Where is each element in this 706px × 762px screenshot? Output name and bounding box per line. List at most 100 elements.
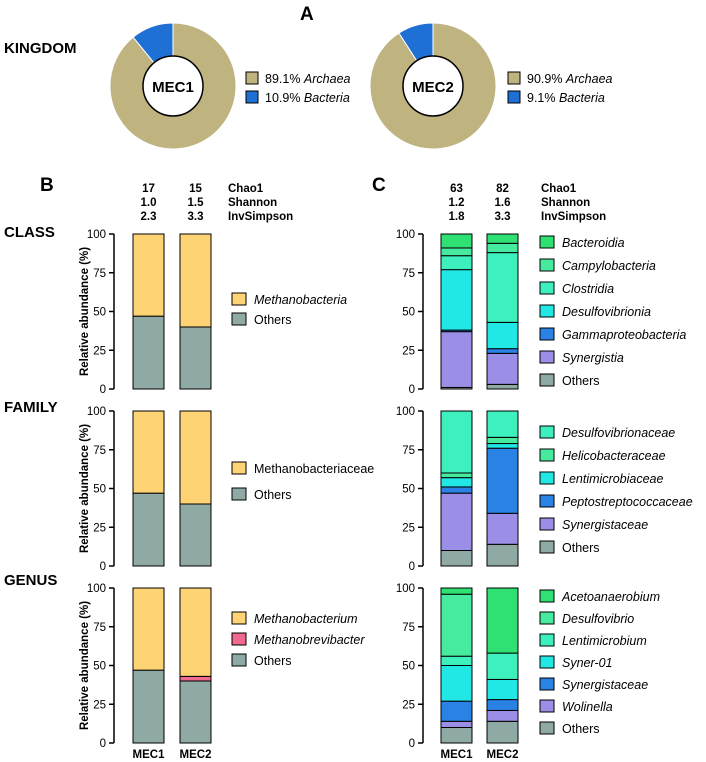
y-tick-label: 75 (93, 622, 106, 634)
y-axis-title: Relative abundance (%) (79, 247, 91, 376)
y-tick-label: 100 (396, 583, 415, 595)
legend-entry: Peptostreptococcaceae (562, 495, 693, 509)
y-tick-label: 100 (396, 406, 415, 418)
bar-segment-methanobacterium (179, 587, 212, 677)
bar-segment-lentimicrobium (486, 652, 519, 680)
legend-swatch (245, 71, 259, 85)
legend-swatch (539, 425, 555, 439)
legend-swatch (231, 632, 247, 646)
metric-name: Shannon (228, 197, 277, 209)
bar-segment-peptostreptococcaceae (440, 486, 473, 494)
legend-entry: Lentimicrobiaceae (562, 472, 663, 486)
y-tick-label: 75 (402, 268, 415, 280)
legend-swatch (539, 589, 555, 603)
legend-entry: 9.1% Bacteria (527, 91, 605, 105)
legend-entry: Others (254, 313, 292, 327)
legend-entry: Acetoanaerobium (561, 590, 660, 604)
legend-entry: Gammaproteobacteria (562, 328, 686, 342)
y-tick-label: 25 (402, 345, 415, 357)
bar-segment-others (440, 727, 473, 744)
bar-chart-bacteria-class: 0255075100631.21.8821.63.3BacteroidiaCam… (396, 183, 687, 396)
metric-name: InvSimpson (228, 211, 293, 223)
legend-swatch (539, 471, 555, 485)
bar-segment-campylobacteria (440, 247, 473, 257)
y-tick-label: 0 (409, 384, 415, 396)
legend-swatch (539, 517, 555, 531)
legend-swatch (539, 373, 555, 387)
x-category-label: MEC1 (133, 749, 166, 761)
x-category-label: MEC2 (180, 749, 212, 761)
metric-value: 1.5 (188, 197, 205, 209)
y-tick-label: 50 (402, 661, 415, 673)
bar-segment-others (132, 669, 165, 744)
legend-entry: 10.9% Bacteria (265, 91, 350, 105)
bar-segment-synergistaceae (440, 492, 473, 551)
y-tick-label: 75 (93, 268, 106, 280)
x-category-label: MEC2 (487, 749, 519, 761)
bar-segment-others (132, 315, 165, 390)
legend-swatch (231, 461, 247, 475)
bar-segment-helicobacteraceae (440, 472, 473, 479)
bar-segment-others (132, 492, 165, 567)
y-tick-label: 0 (100, 384, 106, 396)
legend-entry: Others (562, 541, 600, 555)
bar-segment-synergistaceae (440, 700, 473, 722)
row-label-kingdom: KINGDOM (4, 40, 77, 57)
legend-taxon: Bacteria (304, 91, 350, 105)
metric-name: Chao1 (541, 183, 577, 195)
metric-value: 1.0 (141, 197, 157, 209)
bar-segment-helicobacteraceae (486, 436, 519, 445)
metric-value: 1.2 (449, 197, 465, 209)
legend-swatch (539, 281, 555, 295)
y-tick-label: 0 (409, 738, 415, 750)
bar-chart-bacteria-family: 0255075100DesulfovibrionaceaeHelicobacte… (396, 406, 693, 573)
bar-segment-syner-01 (486, 678, 519, 701)
bar-segment-peptostreptococcaceae (486, 447, 519, 514)
bar-segment-synergistaceae (486, 512, 519, 545)
panel-letter-a: A (300, 4, 314, 25)
legend-entry: Synergistia (562, 351, 624, 365)
legend-swatch (507, 71, 521, 85)
y-tick-label: 100 (87, 229, 106, 241)
legend-entry: Syner-01 (562, 656, 613, 670)
legend-entry: Bacteroidia (562, 236, 625, 250)
legend-value: 90.9% (527, 72, 566, 86)
legend-swatch (231, 611, 247, 625)
row-label-class: CLASS (4, 224, 55, 241)
y-tick-label: 0 (409, 561, 415, 573)
metric-value: 3.3 (188, 211, 204, 223)
legend-value: 89.1% (265, 72, 304, 86)
legend-swatch (539, 304, 555, 318)
bar-segment-bacteroidia (486, 233, 519, 244)
bar-segment-desulfovibrionia (440, 269, 473, 331)
y-tick-label: 50 (402, 484, 415, 496)
metric-name: Chao1 (228, 183, 264, 195)
bar-segment-methanobacteriaceae (132, 410, 165, 494)
legend-entry: Campylobacteria (562, 259, 656, 273)
bar-segment-others (179, 326, 212, 390)
legend-entry: Synergistaceae (562, 518, 648, 532)
y-axis-title: Relative abundance (%) (79, 601, 91, 730)
metric-value: 2.3 (141, 211, 157, 223)
bar-segment-desulfovibrio (440, 593, 473, 657)
y-tick-label: 25 (402, 699, 415, 711)
y-tick-label: 50 (402, 307, 415, 319)
legend-swatch (231, 487, 247, 501)
bar-segment-clostridia (486, 252, 519, 323)
legend-swatch (539, 350, 555, 364)
bar-segment-others (486, 543, 519, 567)
legend-swatch (539, 235, 555, 249)
legend-swatch (539, 258, 555, 272)
bar-segment-syner-01 (440, 665, 473, 702)
metric-value: 1.6 (495, 197, 511, 209)
y-tick-label: 50 (93, 484, 106, 496)
legend-swatch (539, 494, 555, 508)
legend-taxon: Archaea (565, 72, 613, 86)
legend-swatch (539, 655, 555, 669)
y-tick-label: 25 (93, 345, 106, 357)
y-tick-label: 0 (100, 738, 106, 750)
legend-entry: Helicobacteraceae (562, 449, 666, 463)
legend-swatch (539, 699, 555, 713)
